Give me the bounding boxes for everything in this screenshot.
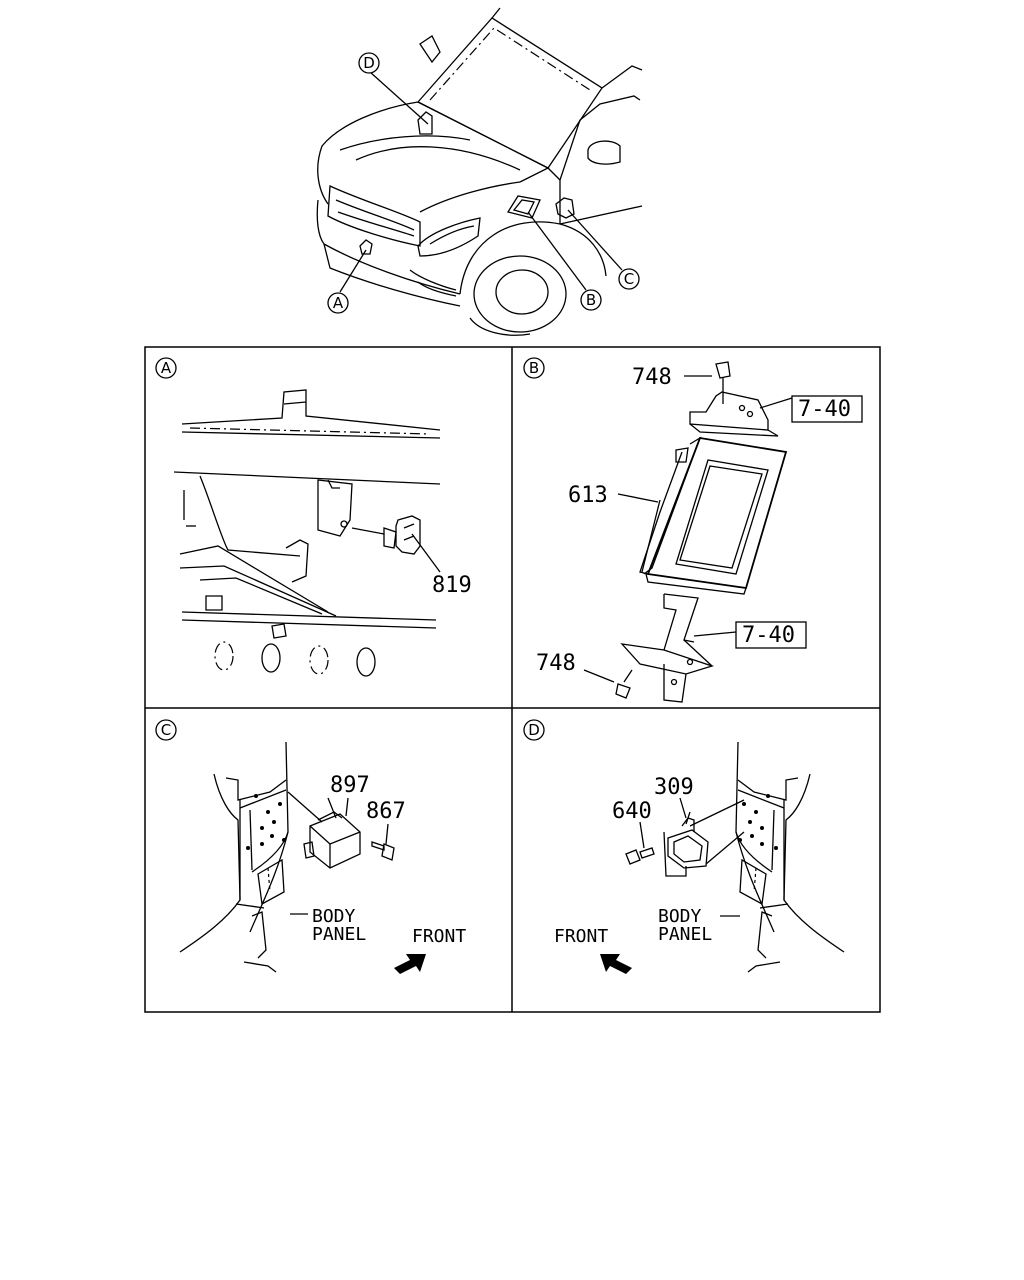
panel-c: C 897 867 <box>155 719 466 974</box>
callout-b: B <box>586 291 596 309</box>
body-panel-c-line1: BODY <box>312 906 356 927</box>
ref-7-40-lower: 7-40 <box>742 623 795 648</box>
front-label-d: FRONT <box>554 926 608 947</box>
body-panel-d-line2: PANEL <box>658 924 712 945</box>
callout-c-circle <box>618 268 640 290</box>
vehicle-overview: D A B C <box>316 7 643 336</box>
part-748-lower: 748 <box>536 651 576 676</box>
panel-d: D 309 640 <box>523 719 845 974</box>
ref-box-lower <box>735 621 807 649</box>
panel-b-letter: B <box>529 359 539 377</box>
panel-a-letter: A <box>161 359 172 377</box>
callout-d-circle <box>358 52 380 74</box>
part-867: 867 <box>366 799 406 824</box>
callout-c: C <box>624 270 634 288</box>
body-panel-d-line1: BODY <box>658 906 702 927</box>
panel-b: B 748 7-40 613 7-40 <box>523 357 863 703</box>
callout-a-circle <box>327 292 349 314</box>
part-309: 309 <box>654 775 694 800</box>
panel-a: A 819 <box>155 357 472 677</box>
ref-box-upper <box>791 395 863 423</box>
part-613: 613 <box>568 483 608 508</box>
callout-b-circle <box>580 289 602 311</box>
front-arrow-c-icon <box>394 954 426 974</box>
panel-d-letter: D <box>528 721 540 739</box>
body-panel-c-line2: PANEL <box>312 924 366 945</box>
part-748-upper: 748 <box>632 365 672 390</box>
ref-7-40-upper: 7-40 <box>798 397 851 422</box>
panel-c-letter: C <box>161 721 171 739</box>
panel-grid <box>144 346 881 1013</box>
callout-a: A <box>333 294 344 312</box>
part-819: 819 <box>432 573 472 598</box>
part-897: 897 <box>330 773 370 798</box>
front-label-c: FRONT <box>412 926 466 947</box>
part-640: 640 <box>612 799 652 824</box>
callout-d: D <box>363 54 375 72</box>
front-arrow-d-icon <box>600 954 632 974</box>
